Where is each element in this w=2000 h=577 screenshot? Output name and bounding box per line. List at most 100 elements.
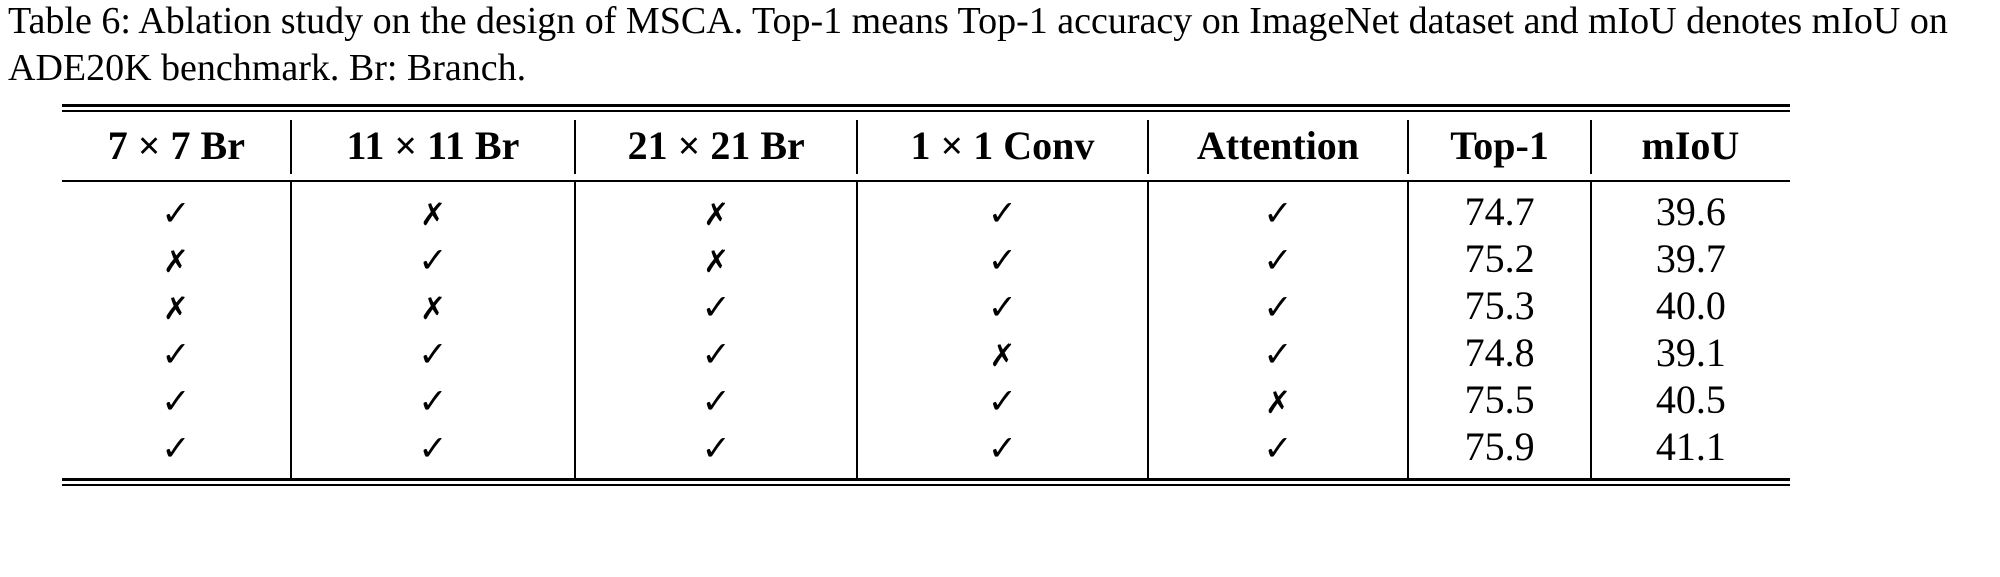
cell-11x11-br: ✓: [289, 235, 576, 282]
cell-miou-value: 40.0: [1655, 282, 1726, 328]
table-header-rule: [62, 180, 1790, 182]
cell-top1-value: 75.3: [1464, 282, 1535, 328]
table-row: ✗ ✓ ✗ ✓ ✓ 75.2 39.7: [62, 235, 1790, 282]
check-icon: ✓: [987, 241, 1018, 281]
cell-top1: 75.3: [1407, 282, 1591, 329]
column-header-21x21-br: 21 × 21 Br: [574, 112, 857, 180]
column-header-top1: Top-1: [1407, 112, 1591, 180]
cell-11x11-br: ✗: [289, 182, 576, 235]
cell-7x7-br: ✗: [62, 282, 291, 329]
cell-attention: ✓: [1146, 282, 1409, 329]
table-header-row: 7 × 7 Br 11 × 11 Br 21 × 21 Br 1 × 1 Con…: [62, 112, 1790, 180]
cell-11x11-br: ✗: [289, 282, 576, 329]
cell-miou: 41.1: [1589, 423, 1790, 478]
cell-attention: ✓: [1146, 423, 1409, 478]
cell-miou: 39.6: [1589, 182, 1790, 235]
check-icon: ✓: [1263, 194, 1293, 234]
check-icon: ✓: [987, 429, 1018, 469]
check-icon: ✓: [1263, 241, 1293, 281]
table-caption: Table 6: Ablation study on the design of…: [8, 0, 1992, 92]
check-icon: ✓: [418, 335, 448, 375]
check-icon: ✓: [161, 194, 191, 234]
cell-miou: 39.1: [1589, 329, 1790, 376]
ablation-table-grid: 7 × 7 Br 11 × 11 Br 21 × 21 Br 1 × 1 Con…: [62, 112, 1790, 180]
check-icon: ✓: [161, 429, 191, 469]
cell-7x7-br: ✓: [62, 329, 291, 376]
cell-1x1-conv: ✓: [856, 423, 1148, 478]
check-icon: ✓: [701, 429, 731, 469]
column-header-11x11-br: 11 × 11 Br: [289, 112, 575, 180]
cell-7x7-br: ✓: [62, 376, 291, 423]
cell-miou-value: 39.7: [1655, 235, 1726, 281]
cell-top1-value: 75.9: [1464, 423, 1535, 469]
table-row: ✗ ✗ ✓ ✓ ✓ 75.3 40.0: [62, 282, 1790, 329]
caption-line-2: and mIoU denotes mIoU on ADE20K benchmar…: [8, 0, 1948, 89]
cell-miou-value: 39.6: [1655, 188, 1726, 234]
cell-top1-value: 74.8: [1464, 329, 1535, 375]
cell-11x11-br: ✓: [289, 376, 576, 423]
cell-top1-value: 74.7: [1464, 188, 1535, 234]
cell-top1: 75.9: [1407, 423, 1591, 478]
column-header-attention: Attention: [1146, 112, 1409, 180]
cell-21x21-br: ✗: [574, 235, 858, 282]
table-bottom-rule: [62, 478, 1790, 486]
check-icon: ✓: [1263, 429, 1293, 469]
cell-top1: 74.8: [1407, 329, 1591, 376]
cell-miou: 40.0: [1589, 282, 1790, 329]
table-row: ✓ ✗ ✗ ✓ ✓ 74.7 39.6: [62, 182, 1790, 235]
cell-top1-value: 75.5: [1464, 376, 1535, 422]
check-icon: ✓: [161, 382, 191, 422]
column-header-7x7-br: 7 × 7 Br: [107, 123, 245, 168]
cell-1x1-conv: ✓: [856, 182, 1148, 235]
cell-attention: ✓: [1146, 329, 1409, 376]
check-icon: ✓: [418, 241, 448, 281]
table-top-rule: [62, 104, 1790, 112]
column-header-1x1-conv: 1 × 1 Conv: [856, 112, 1147, 180]
table-row: ✓ ✓ ✓ ✓ ✓ 75.9 41.1: [62, 423, 1790, 478]
cell-21x21-br: ✓: [574, 282, 858, 329]
check-icon: ✓: [701, 335, 731, 375]
cross-icon: ✗: [703, 197, 730, 233]
check-icon: ✓: [418, 429, 448, 469]
cell-miou-value: 40.5: [1655, 376, 1726, 422]
cross-icon: ✗: [419, 291, 446, 327]
cross-icon: ✗: [419, 197, 446, 233]
cell-top1-value: 75.2: [1464, 235, 1535, 281]
cell-top1: 75.5: [1407, 376, 1591, 423]
cell-attention: ✓: [1146, 235, 1409, 282]
check-icon: ✓: [1263, 288, 1293, 328]
cross-icon: ✗: [162, 291, 189, 327]
cell-11x11-br: ✓: [289, 329, 576, 376]
cell-1x1-conv: ✓: [856, 235, 1148, 282]
cell-miou: 39.7: [1589, 235, 1790, 282]
cell-21x21-br: ✓: [574, 329, 858, 376]
check-icon: ✓: [701, 288, 731, 328]
cross-icon: ✗: [989, 338, 1016, 374]
cell-21x21-br: ✓: [574, 423, 858, 478]
caption-line-1: Table 6: Ablation study on the design of…: [8, 0, 1515, 42]
check-icon: ✓: [701, 382, 731, 422]
cross-icon: ✗: [703, 244, 730, 280]
cross-icon: ✗: [162, 244, 189, 280]
table-header-row-group: 7 × 7 Br 11 × 11 Br 21 × 21 Br 1 × 1 Con…: [62, 112, 1790, 180]
check-icon: ✓: [987, 288, 1018, 328]
cell-miou-value: 39.1: [1655, 329, 1726, 375]
cell-attention: ✓: [1146, 182, 1409, 235]
check-icon: ✓: [161, 335, 191, 375]
check-icon: ✓: [987, 194, 1018, 234]
cell-7x7-br: ✗: [62, 235, 291, 282]
cell-7x7-br: ✓: [62, 423, 291, 478]
cell-11x11-br: ✓: [289, 423, 576, 478]
cell-attention: ✗: [1146, 376, 1409, 423]
cell-miou-value: 41.1: [1655, 423, 1726, 469]
cell-1x1-conv: ✓: [856, 376, 1148, 423]
cell-21x21-br: ✗: [574, 182, 858, 235]
cell-miou: 40.5: [1589, 376, 1790, 423]
check-icon: ✓: [987, 382, 1018, 422]
table-row: ✓ ✓ ✓ ✓ ✗ 75.5 40.5: [62, 376, 1790, 423]
cell-top1: 75.2: [1407, 235, 1591, 282]
cell-21x21-br: ✓: [574, 376, 858, 423]
cell-1x1-conv: ✗: [856, 329, 1148, 376]
